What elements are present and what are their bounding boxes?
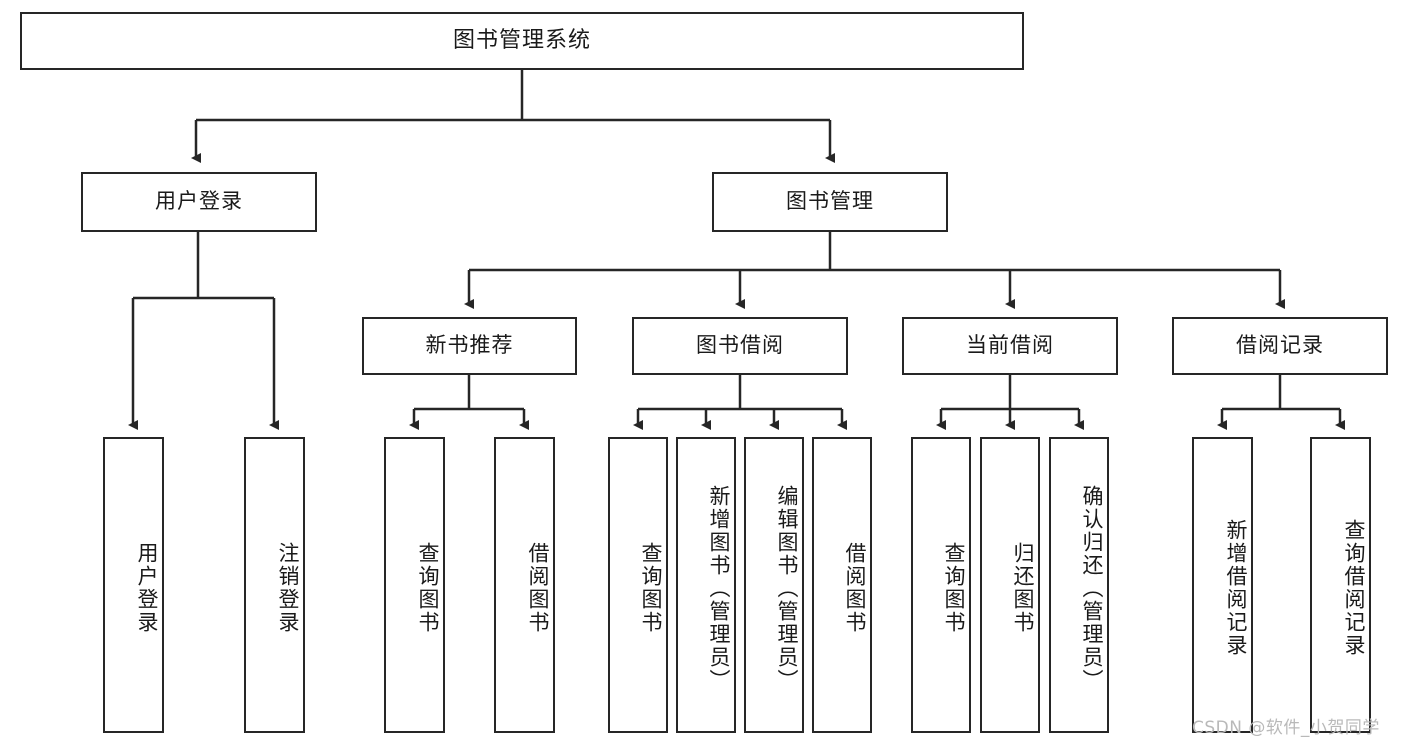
node-leaf-query-books-current[interactable]: 查询图书 [911,437,971,733]
node-leaf-return-books[interactable]: 归还图书 [980,437,1040,733]
node-leaf-borrow-books-recommend[interactable]: 借阅图书 [494,437,555,733]
node-label: 查询图书 [416,542,440,634]
node-leaf-add-book-admin[interactable]: 新增图书（管理员） [676,437,736,733]
node-book-management[interactable]: 图书管理 [712,172,948,232]
node-root-library-system[interactable]: 图书管理系统 [20,12,1024,70]
node-label: 新书推荐 [425,333,514,358]
node-leaf-edit-book-admin[interactable]: 编辑图书（管理员） [744,437,804,733]
node-label: 图书管理系统 [452,27,591,53]
node-label: 借阅记录 [1236,333,1324,358]
node-user-login[interactable]: 用户登录 [81,172,317,232]
node-leaf-query-books-recommend[interactable]: 查询图书 [384,437,445,733]
node-leaf-logout[interactable]: 注销登录 [244,437,305,733]
node-label: 查询借阅记录 [1342,519,1366,657]
node-current-borrow[interactable]: 当前借阅 [902,317,1118,375]
csdn-watermark: CSDN @软件_小贺同学 [1192,718,1380,738]
node-new-book-recommend[interactable]: 新书推荐 [362,317,577,375]
node-label: 图书管理 [786,189,874,214]
node-label: 借阅图书 [843,542,867,634]
node-label: 用户登录 [155,189,243,214]
node-leaf-user-login[interactable]: 用户登录 [103,437,164,733]
node-label: 借阅图书 [526,542,550,634]
node-label: 查询图书 [639,542,663,634]
node-leaf-query-books-borrow[interactable]: 查询图书 [608,437,668,733]
node-label: 归还图书 [1011,542,1035,634]
node-leaf-add-borrow-record[interactable]: 新增借阅记录 [1192,437,1253,733]
node-borrow-record[interactable]: 借阅记录 [1172,317,1388,375]
node-book-borrow[interactable]: 图书借阅 [632,317,848,375]
node-label: 注销登录 [276,542,300,634]
node-label: 新增图书（管理员） [707,484,731,692]
node-label: 查询图书 [942,542,966,634]
node-label: 新增借阅记录 [1224,519,1248,657]
node-label: 图书借阅 [696,333,784,358]
node-label: 编辑图书（管理员） [775,484,799,692]
node-label: 用户登录 [135,542,159,634]
node-leaf-borrow-books[interactable]: 借阅图书 [812,437,872,733]
node-leaf-confirm-return-admin[interactable]: 确认归还（管理员） [1049,437,1109,733]
node-label: 当前借阅 [966,333,1054,358]
node-leaf-query-borrow-record[interactable]: 查询借阅记录 [1310,437,1371,733]
node-label: 确认归还（管理员） [1080,484,1104,692]
